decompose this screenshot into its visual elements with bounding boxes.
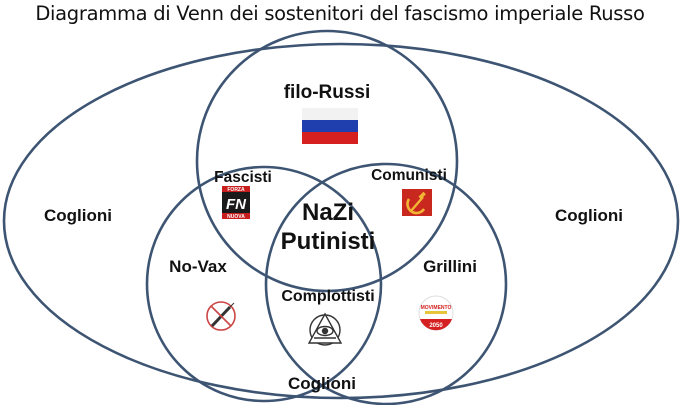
no-syringe-icon bbox=[206, 301, 236, 331]
no-vax-label: No-Vax bbox=[169, 257, 227, 276]
center-label-line1: NaZi bbox=[302, 199, 354, 226]
svg-text:2050: 2050 bbox=[429, 323, 443, 329]
no-vax-circle bbox=[145, 165, 383, 403]
movimento-2050-logo-icon: MOVIMENTO 2050 bbox=[418, 295, 454, 331]
filo-russi-circle bbox=[195, 29, 459, 293]
complottisti-label: Complottisti bbox=[281, 288, 374, 305]
forza-nuova-logo-icon: FORZA FN NUOVA bbox=[222, 186, 250, 220]
outer-label-bottom: Coglioni bbox=[288, 374, 356, 393]
outer-ellipse bbox=[2, 42, 680, 400]
svg-text:FN: FN bbox=[226, 196, 247, 213]
all-seeing-eye-icon bbox=[307, 312, 343, 346]
svg-text:FORZA: FORZA bbox=[227, 187, 245, 193]
outer-label-right: Coglioni bbox=[555, 206, 623, 225]
grillini-circle bbox=[264, 162, 508, 405]
outer-label-left: Coglioni bbox=[44, 206, 112, 225]
svg-text:MOVIMENTO: MOVIMENTO bbox=[421, 305, 452, 311]
fascisti-label: Fascisti bbox=[214, 169, 272, 186]
grillini-label: Grillini bbox=[423, 257, 477, 276]
hammer-sickle-icon bbox=[402, 189, 432, 216]
filo-russi-label: filo-Russi bbox=[284, 82, 371, 103]
comunisti-label: Comunisti bbox=[371, 167, 447, 184]
center-label-line2: Putinisti bbox=[281, 228, 376, 255]
diagram-title: Diagramma di Venn dei sostenitori del fa… bbox=[35, 2, 645, 25]
russian-flag-icon bbox=[302, 108, 358, 144]
svg-text:NUOVA: NUOVA bbox=[227, 214, 245, 220]
